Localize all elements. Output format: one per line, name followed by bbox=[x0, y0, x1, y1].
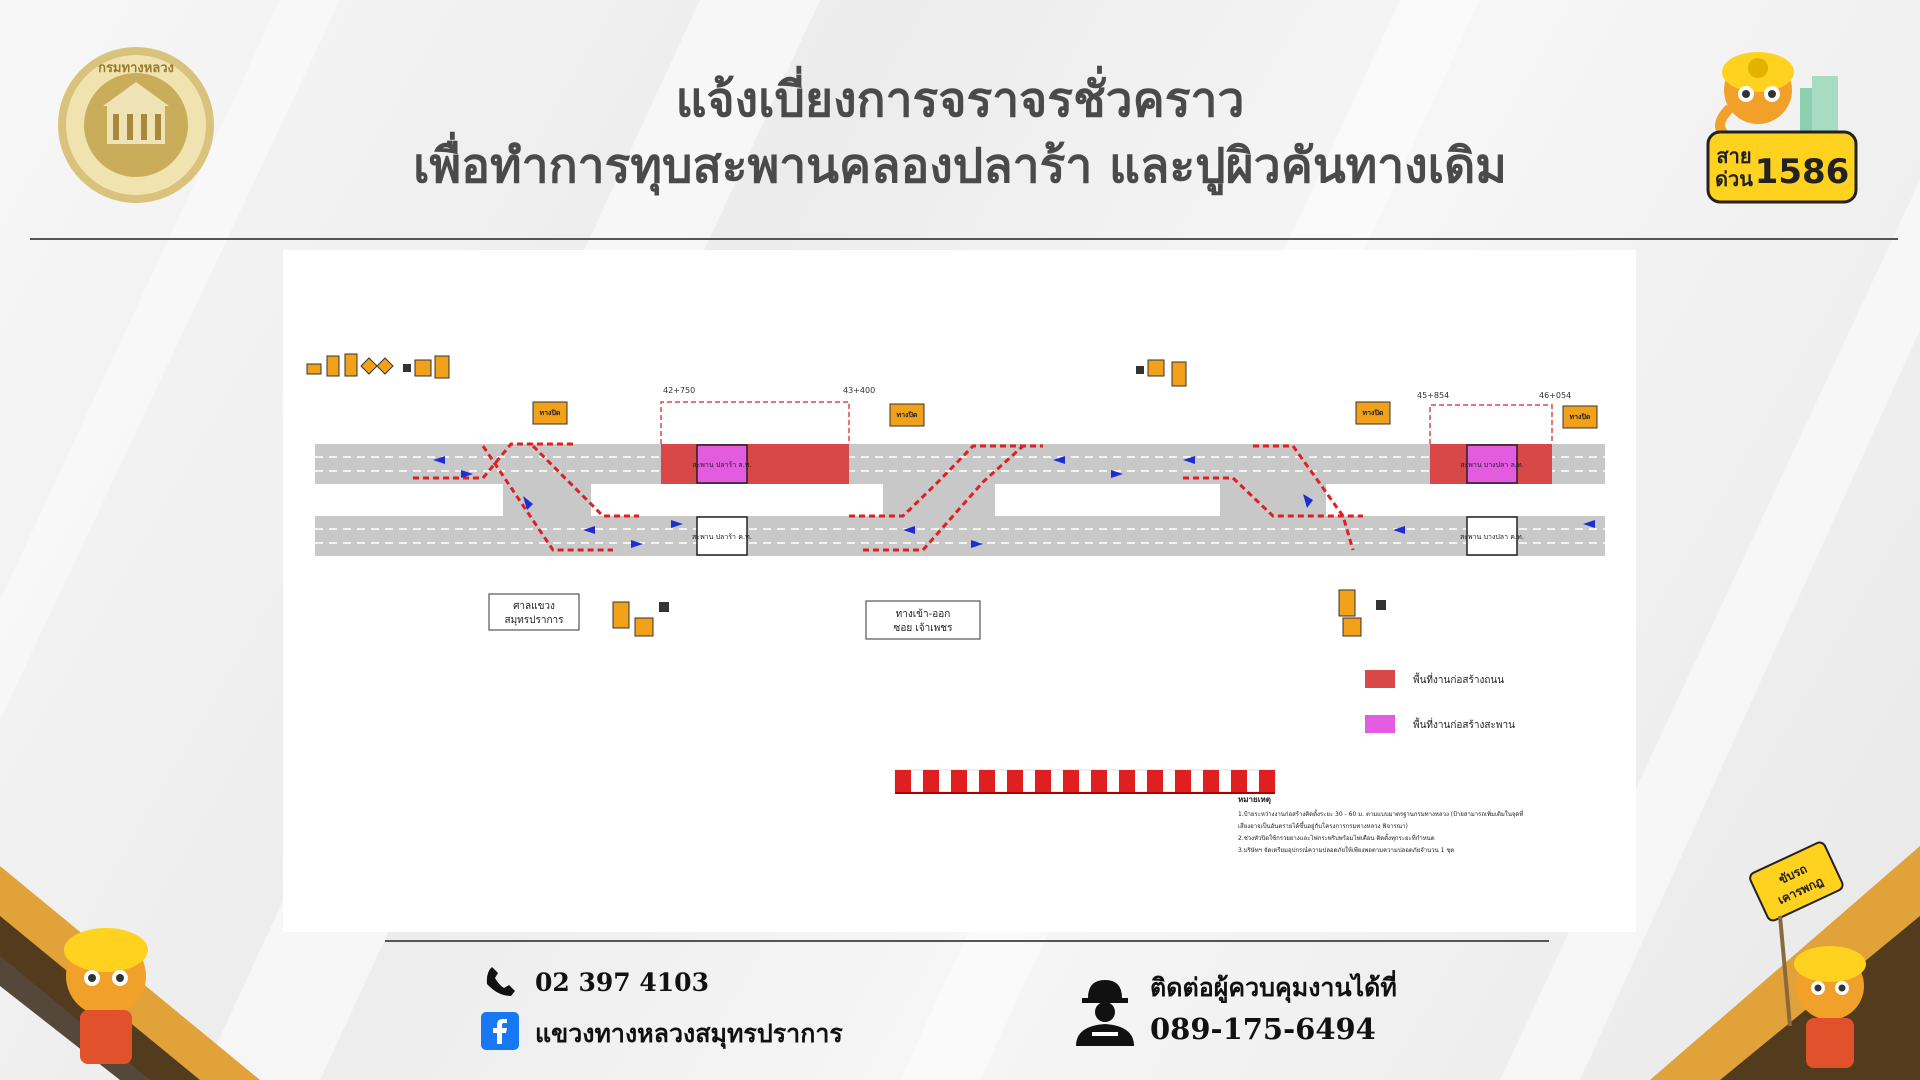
notes-line-4: 3.บริษัทฯ จัดเตรียมอุปกรณ์ความปลอดภัยให้… bbox=[1238, 846, 1454, 854]
warning-signs-mid bbox=[1136, 359, 1187, 387]
court-label-line1: ศาลแขวง bbox=[513, 601, 555, 612]
station-b-start: 45+854 bbox=[1417, 391, 1449, 400]
footer-divider bbox=[385, 940, 1549, 942]
legend-label-bridge: พื้นที่งานก่อสร้างสะพาน bbox=[1413, 717, 1515, 731]
notes-heading: หมายเหตุ bbox=[1238, 795, 1271, 805]
logo-right-number: 1586 bbox=[1755, 152, 1850, 192]
phone-icon bbox=[486, 967, 515, 996]
worker-icon bbox=[1076, 980, 1134, 1046]
supervisor-phone[interactable]: 089-175-6494 bbox=[1150, 1012, 1376, 1046]
notes-line-3: 2.ช่วงหัวปิดใช้กรวยยางและไฟกระพริบพร้อมไ… bbox=[1238, 832, 1435, 842]
legend-swatch-road bbox=[1365, 670, 1395, 688]
bridge-top-right-label: สะพาน บางปลา ล.ท. bbox=[1460, 461, 1524, 469]
bridge-bottom-left bbox=[696, 516, 748, 556]
bridge-top-right bbox=[1466, 444, 1518, 484]
road-closed-sign-3: ทางปิด bbox=[1355, 401, 1391, 425]
title-line1: แจ้งเบี่ยงการจราจรชั่วคราว bbox=[675, 72, 1245, 128]
barrier-illustration bbox=[894, 769, 1276, 794]
road-closed-sign-1-text: ทางปิด bbox=[540, 409, 561, 417]
warning-signs-left bbox=[306, 353, 450, 379]
title-line2: เพื่อทำการทุบสะพานคลองปลาร้า และปูผิวคัน… bbox=[413, 138, 1507, 194]
notes-line-1: 1.ป้ายระหว่างงานก่อสร้างติดตั้งระยะ 30 -… bbox=[1238, 808, 1523, 818]
diagram-svg: สะพาน ปลาร้า ล.ท. สะพาน ปลาร้า ค.ท. สะพา… bbox=[306, 353, 1605, 854]
supervisor-label: ติดต่อผู้ควบคุมงานได้ที่ bbox=[1150, 973, 1397, 1002]
road-lower bbox=[315, 516, 1605, 556]
logo-right-line2: ด่วน bbox=[1715, 167, 1753, 191]
barrier-lines bbox=[413, 442, 1363, 552]
soi-label-line1: ทางเข้า-ออก bbox=[896, 608, 951, 620]
station-a-end: 43+400 bbox=[843, 386, 875, 395]
road-closed-sign-4: ทางปิด bbox=[1562, 405, 1598, 429]
logo-left-text: กรมทางหลวง bbox=[98, 61, 174, 76]
warning-signs-lower-2 bbox=[1338, 589, 1386, 637]
bridge-bottom-right bbox=[1466, 516, 1518, 556]
road-closed-sign-1: ทางปิด bbox=[532, 401, 568, 425]
road-upper bbox=[315, 444, 1605, 484]
road-closed-sign-3-text: ทางปิด bbox=[1363, 409, 1384, 417]
warning-signs-lower-1 bbox=[612, 601, 669, 637]
mascot-left bbox=[0, 866, 260, 1080]
bridge-bottom-right-label: สะพาน บางปลา ค.ท. bbox=[1460, 533, 1524, 541]
legend-swatch-bridge bbox=[1365, 715, 1395, 733]
department-of-highways-logo: กรมทางหลวง bbox=[58, 47, 214, 203]
header-divider bbox=[30, 238, 1898, 240]
facebook-page-name[interactable]: แขวงทางหลวงสมุทรปราการ bbox=[535, 1019, 843, 1048]
station-a-start: 42+750 bbox=[663, 386, 695, 395]
road-closed-sign-2: ทางปิด bbox=[889, 403, 925, 427]
bridge-top-left bbox=[696, 444, 748, 484]
soi-label-line2: ซอย เจ้าเพชร bbox=[894, 622, 954, 634]
mascot-right: ขับรถ เคารพกฎ bbox=[1650, 841, 1920, 1080]
facebook-icon[interactable] bbox=[481, 1012, 519, 1050]
court-label-line2: สมุทรปราการ bbox=[504, 615, 564, 626]
logo-right-line1: สาย bbox=[1716, 144, 1751, 168]
bridge-top-left-label: สะพาน ปลาร้า ล.ท. bbox=[692, 461, 752, 469]
phone-number[interactable]: 02 397 4103 bbox=[535, 968, 709, 997]
traffic-arrows bbox=[433, 456, 1595, 548]
station-b-end: 46+054 bbox=[1539, 391, 1571, 400]
road-closed-sign-2-text: ทางปิด bbox=[897, 411, 918, 419]
notes-line-2: เสี่ยงอาจเป็นอันตรายได้ขึ้นอยู่กับโครงกา… bbox=[1238, 820, 1408, 830]
legend-label-road: พื้นที่งานก่อสร้างถนน bbox=[1413, 672, 1504, 686]
work-zone-a bbox=[661, 444, 849, 484]
road-closed-sign-4-text: ทางปิด bbox=[1570, 413, 1591, 421]
traffic-diversion-diagram: สะพาน ปลาร้า ล.ท. สะพาน ปลาร้า ค.ท. สะพา… bbox=[283, 250, 1636, 932]
bridge-bottom-left-label: สะพาน ปลาร้า ค.ท. bbox=[692, 533, 752, 541]
hotline-1586-logo: สาย ด่วน 1586 bbox=[1706, 52, 1858, 204]
